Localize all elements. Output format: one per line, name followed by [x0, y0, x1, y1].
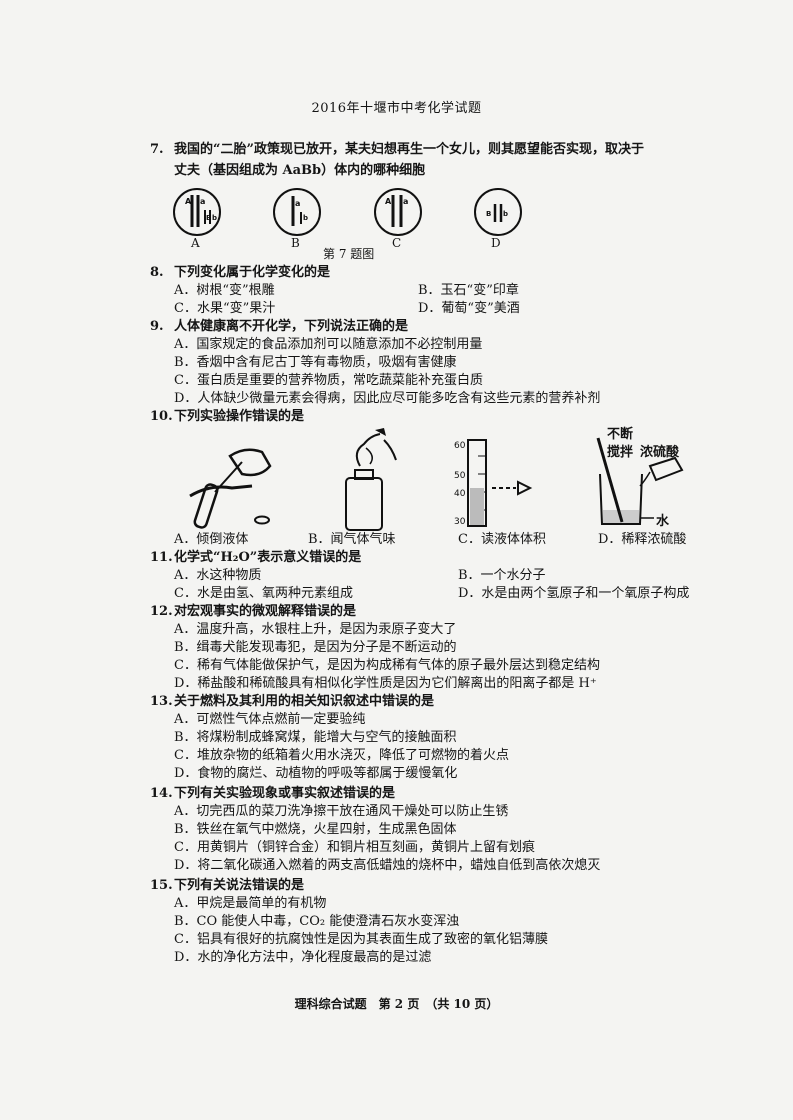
q9-option-a: A．国家规定的食品添加剂可以随意添加不必控制用量	[174, 337, 483, 352]
question-9: 9.人体健康离不开化学，下列说法正确的是	[150, 319, 409, 334]
pouring-liquid-illustration	[189, 448, 272, 529]
cell-label-d: D	[491, 236, 501, 250]
q13-option-d: D．食物的腐烂、动植物的呼吸等都属于缓慢氧化	[174, 766, 458, 781]
q12-option-d: D．稀盐酸和稀硫酸具有相似化学性质是因为它们解离出的阳离子都是 H⁺	[174, 676, 597, 691]
svg-text:B: B	[206, 214, 211, 222]
cell-label-b: B	[291, 236, 300, 250]
question-14: 14.下列有关实验现象或事实叙述错误的是	[150, 786, 396, 801]
label-water: 水	[656, 514, 670, 529]
cell-label-a: A	[191, 236, 200, 250]
q14-option-b: B．铁丝在氧气中燃烧，火星四射，生成黑色固体	[174, 822, 457, 837]
question-10: 10.下列实验操作错误的是	[150, 409, 305, 424]
cylinder-mark-40: 40	[454, 489, 466, 499]
q11-option-a: A．水这种物质	[174, 568, 262, 583]
diluting-acid-illustration	[596, 437, 684, 525]
q13-option-c: C．堆放杂物的纸箱着火用水浇灭，降低了可燃物的着火点	[174, 748, 509, 763]
q10-option-c: C．读液体体积	[458, 532, 546, 547]
label-stir-2: 搅拌	[607, 445, 634, 460]
q9-option-c: C．蛋白质是重要的营养物质，常吃蔬菜能补充蛋白质	[174, 373, 483, 388]
cylinder-mark-50: 50	[454, 471, 466, 481]
q8-option-b: B．玉石“变”印章	[418, 283, 519, 298]
q8-option-c: C．水果“变”果汁	[174, 301, 276, 316]
label-stir-1: 不断	[607, 427, 634, 442]
cell-label-c: C	[392, 236, 402, 250]
q11-option-b: B．一个水分子	[458, 568, 546, 583]
cylinder-mark-30: 30	[454, 517, 466, 527]
cell-b: a b	[273, 188, 321, 236]
q9-option-d: D．人体缺少微量元素会得病，因此应尽可能多吃含有这些元素的营养补剂	[174, 391, 601, 406]
svg-text:A: A	[185, 197, 192, 206]
cell-c: A a	[374, 188, 422, 236]
svg-text:B: B	[486, 210, 491, 218]
q12-option-b: B．缉毒犬能发现毒犯，是因为分子是不断运动的	[174, 640, 457, 655]
question-7-line2: 丈夫（基因组成为 AaBb）体内的哪种细胞	[174, 163, 426, 178]
q14-option-c: C．用黄铜片（铜锌合金）和铜片相互刻画，黄铜片上留有划痕	[174, 840, 535, 855]
svg-text:b: b	[212, 214, 217, 222]
q13-option-b: B．将煤粉制成蜂窝煤，能增大与空气的接触面积	[174, 730, 457, 745]
svg-text:a: a	[403, 197, 408, 206]
cell-d: B b	[474, 188, 522, 236]
cell-a: A a B b	[173, 188, 221, 236]
svg-text:b: b	[503, 210, 508, 218]
svg-text:a: a	[200, 197, 205, 206]
question-15: 15.下列有关说法错误的是	[150, 878, 305, 893]
q12-option-c: C．稀有气体能做保护气，是因为构成稀有气体的原子最外层达到稳定结构	[174, 658, 600, 673]
label-conc-acid: 浓硫酸	[640, 445, 680, 460]
page-header: 2016年十堰市中考化学试题	[311, 101, 482, 116]
graduated-cylinder-illustration: 60 50 40 30	[454, 439, 533, 527]
q15-option-c: C．铝具有很好的抗腐蚀性是因为其表面生成了致密的氧化铝薄膜	[174, 932, 548, 947]
q11-option-c: C．水是由氢、氧两种元素组成	[174, 586, 353, 601]
q15-option-d: D．水的净化方法中，净化程度最高的是过滤	[174, 950, 432, 965]
q8-option-d: D．葡萄“变”美酒	[418, 301, 520, 316]
smelling-gas-illustration	[345, 428, 397, 531]
cylinder-mark-60: 60	[454, 441, 466, 451]
figure-7-caption: 第 7 题图	[323, 247, 375, 261]
q10-option-d: D．稀释浓硫酸	[598, 532, 687, 547]
q15-option-a: A．甲烷是最简单的有机物	[174, 896, 327, 911]
question-7: 7.我国的“二胎”政策现已放开，某夫妇想再生一个女儿，则其愿望能否实现，取决于	[150, 142, 644, 157]
q9-option-b: B．香烟中含有尼古丁等有毒物质，吸烟有害健康	[174, 355, 457, 370]
question-11: 11.化学式“H₂O”表示意义错误的是	[150, 550, 362, 565]
q13-option-a: A．可燃性气体点燃前一定要验纯	[174, 712, 366, 727]
q11-option-d: D．水是由两个氢原子和一个氧原子构成	[458, 586, 690, 601]
svg-text:a: a	[295, 199, 300, 208]
lab-operations-figure: 60 50 40 30	[189, 428, 684, 531]
svg-text:b: b	[303, 214, 308, 222]
q14-option-d: D．将二氧化碳通入燃着的两支高低蜡烛的烧杯中，蜡烛自低到高依次熄灭	[174, 858, 601, 873]
q15-option-b: B．CO 能使人中毒，CO₂ 能使澄清石灰水变浑浊	[174, 914, 460, 929]
q12-option-a: A．温度升高，水银柱上升，是因为汞原子变大了	[174, 622, 457, 637]
q10-option-b: B．闻气体气味	[308, 532, 396, 547]
page-footer: 理科综合试题 第 2 页 （共 10 页）	[294, 997, 499, 1011]
question-8: 8.下列变化属于化学变化的是	[150, 265, 331, 280]
q14-option-a: A．切完西瓜的菜刀洗净擦干放在通风干燥处可以防止生锈	[174, 804, 509, 819]
cell-diagram: A a B b a b A a B b	[173, 188, 522, 236]
q10-option-a: A．倾倒液体	[174, 532, 249, 547]
question-12: 12.对宏观事实的微观解释错误的是	[150, 604, 357, 619]
q8-option-a: A．树根“变”根雕	[174, 283, 275, 298]
svg-text:A: A	[385, 197, 392, 206]
question-13: 13.关于燃料及其利用的相关知识叙述中错误的是	[150, 694, 435, 709]
